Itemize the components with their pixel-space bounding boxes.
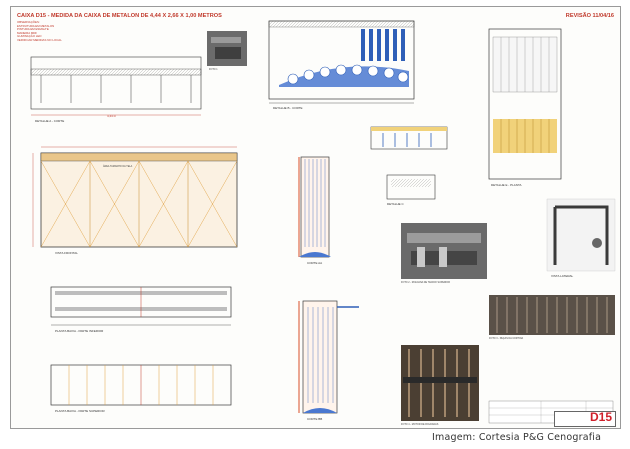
section-aa: [298, 156, 331, 258]
front-view: [32, 146, 238, 248]
view-label-detail-a: DETALHE A - CORTE: [35, 119, 65, 123]
view-label-detail-c: DETALHE C: [387, 202, 404, 206]
drawing-sheet: CAIXA D15 - MEDIDA DA CAIXA DE METALON D…: [10, 6, 621, 429]
photo-caption-3: FOTO 3 - PEÇAS DA CORTINA: [489, 337, 524, 340]
detail-e-photo: [546, 198, 616, 272]
detail-e-elevation: [488, 28, 562, 180]
sheet-code: D15: [589, 410, 612, 424]
note-line: ESTRUTURA EM METALON: [17, 23, 55, 28]
view-label-detail-b: DETALHE B - CORTE: [273, 106, 303, 110]
view-label-lateral: VISTA LATERAL: [551, 274, 574, 278]
photo-3: [489, 295, 615, 335]
view-label-plan-lower: PLANTA BAIXA - PARTE INFERIOR: [55, 329, 104, 333]
dimension-total: 4,44 m: [107, 114, 117, 118]
photo-caption-4: FOTO 4 - MOTOR DE ROLDANAS: [401, 423, 439, 426]
photo-caption-2: FOTO 2 - ROLDANA DE TECIDO SUPERIOR: [401, 281, 450, 284]
view-label-corte-aa: CORTE AA: [307, 261, 323, 265]
sheet-title: CAIXA D15 - MEDIDA DA CAIXA DE METALON D…: [17, 13, 222, 19]
note-line: MADEIRA MDF: [17, 30, 38, 35]
view-label-detail-e: DETALHE E - PLANTA: [491, 183, 522, 187]
note-line: OBSERVAÇÕES:: [17, 20, 40, 24]
detail-a-section: [30, 56, 202, 116]
detail-c: [386, 174, 436, 200]
drawing-canvas: [30, 20, 616, 424]
plan-upper: [50, 364, 232, 406]
note-line: VERIFICAR MEDIDAS NO LOCAL: [17, 37, 62, 42]
view-label-plan-upper: PLANTA BAIXA - PARTE SUPERIOR: [55, 409, 105, 413]
detail-b-plan: [268, 20, 415, 104]
note-line: PINTURA EM ESMALTE: [17, 27, 49, 32]
notes-block: OBSERVAÇÕES: ESTRUTURA EM METALON PINTUR…: [17, 20, 62, 43]
plan-lower: [50, 286, 232, 326]
view-label-corte-bb: CORTE BB: [307, 417, 323, 421]
roller-circles: [287, 64, 409, 85]
detail-b-section: [370, 126, 448, 150]
photo-1: [207, 31, 247, 66]
image-credit: Imagem: Cortesia P&G Cenografia: [432, 432, 602, 443]
photo-caption-1: FOTO 1: [209, 68, 218, 71]
photo-2: [401, 223, 487, 279]
revision-date: REVISÃO 11/04/16: [565, 13, 614, 19]
section-bb: [298, 300, 359, 414]
note-line: ILUMINAÇÃO LED: [17, 34, 42, 39]
title-block: [554, 411, 616, 427]
hanging-rods: [361, 29, 405, 61]
front-band-label: ÁREA TAMANHO DA TELA: [103, 165, 133, 168]
photo-4: [401, 345, 479, 421]
view-label-front: VISTA FRONTAL: [55, 251, 78, 255]
